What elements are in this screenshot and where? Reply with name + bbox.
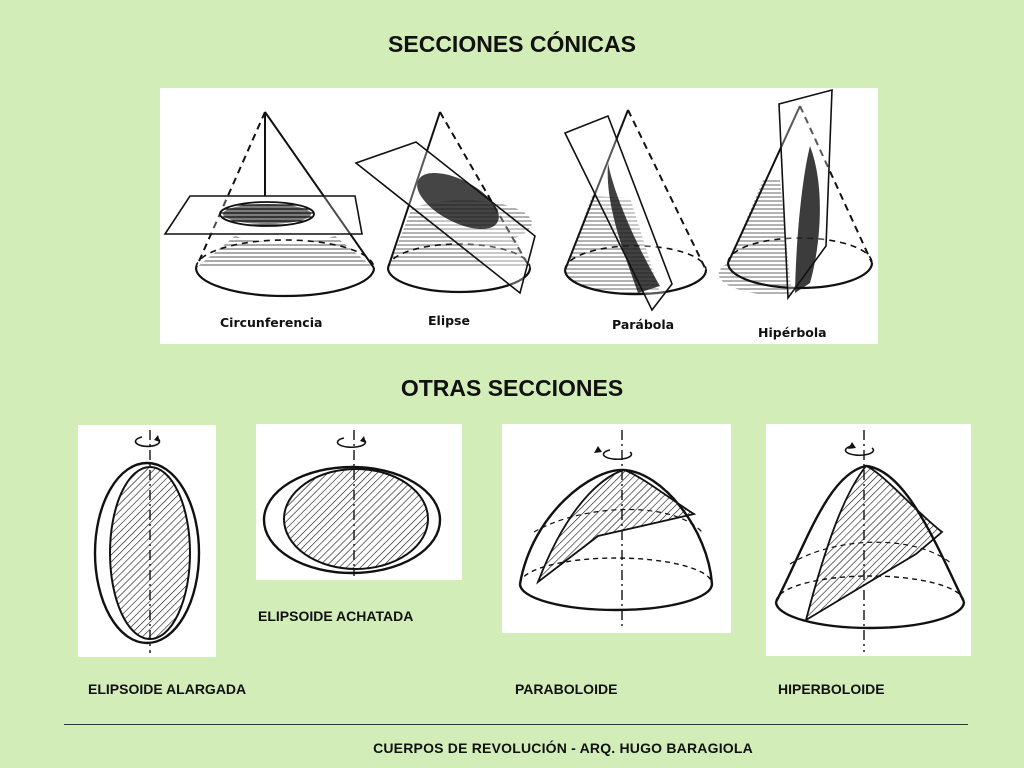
- oblate-ellipsoid-figure: [256, 424, 462, 580]
- section-title: OTRAS SECCIONES: [400, 375, 624, 401]
- cone-parabola: Parábola: [563, 109, 708, 332]
- label-elipse: Elipse: [428, 313, 470, 328]
- cone-ellipse: Elipse: [354, 111, 536, 328]
- caption-hyperboloid: HIPERBOLOIDE: [778, 681, 885, 697]
- footer-divider: [64, 724, 968, 725]
- caption-prolate-ellipsoid: ELIPSOIDE ALARGADA: [88, 681, 247, 697]
- caption-paraboloid: PARABOLOIDE: [515, 681, 618, 697]
- conic-sections-figure: Circunferencia Elipse Parábola: [160, 88, 878, 344]
- paraboloid-figure: [502, 424, 731, 633]
- caption-oblate-ellipsoid: ELIPSOIDE ACHATADA: [258, 608, 414, 624]
- cone-circumference: Circunferencia: [163, 111, 376, 330]
- page-title: SECCIONES CÓNICAS: [388, 31, 636, 57]
- label-hiperbola: Hipérbola: [758, 325, 827, 340]
- conic-sections-svg: Circunferencia Elipse Parábola: [163, 88, 874, 340]
- label-circunferencia: Circunferencia: [220, 315, 322, 330]
- hyperboloid-figure: [766, 424, 971, 656]
- prolate-ellipsoid-figure: [78, 425, 216, 657]
- cone-hyperbola: Hipérbola: [718, 88, 874, 340]
- footer-text: CUERPOS DE REVOLUCIÓN - ARQ. HUGO BARAGI…: [373, 740, 753, 756]
- label-parabola: Parábola: [612, 317, 674, 332]
